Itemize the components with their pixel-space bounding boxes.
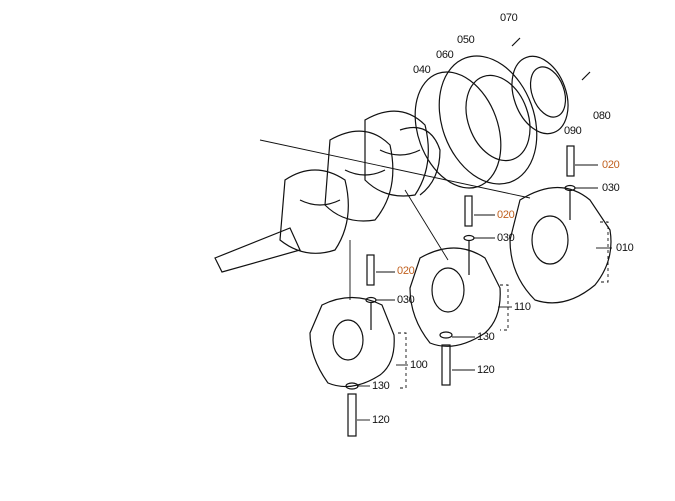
callout-130-right[interactable]: 130 bbox=[477, 331, 495, 343]
callout-110[interactable]: 110 bbox=[514, 301, 531, 313]
callout-070[interactable]: 070 bbox=[500, 12, 518, 24]
bearing-case-110 bbox=[409, 247, 501, 347]
callout-090[interactable]: 090 bbox=[564, 125, 582, 137]
callout-100[interactable]: 100 bbox=[410, 359, 428, 371]
callout-020-upper[interactable]: 020 bbox=[602, 159, 620, 171]
callout-020-middle[interactable]: 020 bbox=[497, 209, 515, 221]
callout-130-left[interactable]: 130 bbox=[372, 380, 390, 392]
callout-030-middle[interactable]: 030 bbox=[497, 232, 515, 244]
bolts bbox=[345, 145, 576, 437]
leader-lines bbox=[259, 139, 612, 421]
callout-020-lower[interactable]: 020 bbox=[397, 265, 415, 277]
callout-120-right[interactable]: 120 bbox=[477, 364, 495, 376]
callout-060[interactable]: 060 bbox=[436, 49, 454, 61]
callout-050[interactable]: 050 bbox=[457, 34, 475, 46]
bearing-case-100 bbox=[309, 296, 395, 388]
callout-120-left[interactable]: 120 bbox=[372, 414, 390, 426]
bearing-case-010 bbox=[509, 187, 612, 304]
callout-080[interactable]: 080 bbox=[593, 110, 611, 122]
callout-030-lower[interactable]: 030 bbox=[397, 294, 415, 306]
callout-010[interactable]: 010 bbox=[616, 242, 634, 254]
rear-housing bbox=[414, 37, 591, 189]
callout-030-upper[interactable]: 030 bbox=[602, 182, 620, 194]
callout-040[interactable]: 040 bbox=[413, 64, 431, 76]
